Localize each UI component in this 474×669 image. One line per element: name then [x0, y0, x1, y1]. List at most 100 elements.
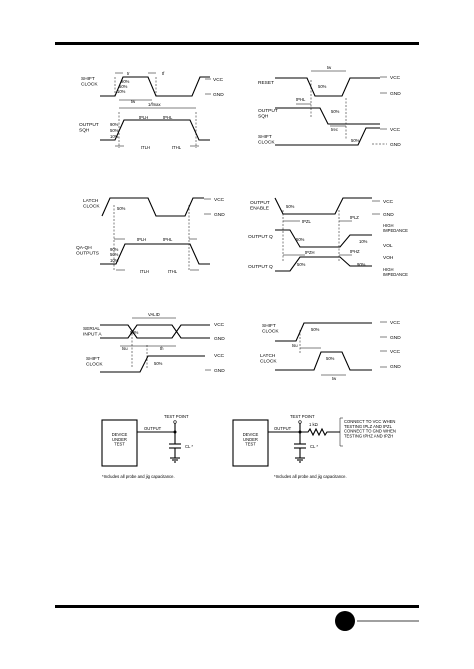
d4-p10: 10%	[359, 239, 368, 244]
d6-vcc2: VCC	[390, 349, 401, 355]
d1-o10: 10%	[110, 134, 119, 139]
d2-tw: tw	[327, 65, 332, 70]
c2-test-point: TEST POINT	[290, 414, 315, 419]
d3-p50: 50%	[117, 206, 126, 211]
d5-p50: 50%	[130, 330, 139, 335]
d4-q2-label: OUTPUT Q	[248, 264, 273, 270]
d4-p50b: 50%	[296, 237, 305, 242]
d1-tf: tf	[162, 71, 165, 76]
d6-vcc: VCC	[390, 320, 401, 326]
d1-o90: 90%	[110, 122, 119, 127]
d1-vcc: VCC	[213, 77, 224, 83]
d2-p50c: 50%	[351, 138, 360, 143]
d3-tphl: tPHL	[163, 237, 173, 242]
d1-p10: 10%	[117, 89, 126, 94]
footer-rule	[55, 605, 419, 608]
d4-voh: VOH	[383, 255, 394, 261]
d1-tthl: tTHL	[172, 145, 182, 150]
d1-fmax: 1/fmax	[148, 102, 161, 107]
d4-tpzl: tPZL	[302, 219, 312, 224]
c1-footnote: *Includes all probe and jig capacitance.	[102, 474, 175, 479]
d6-gnd: GND	[390, 335, 401, 341]
c2-resistor: 1 kΩ	[309, 422, 318, 427]
d3-o10: 10%	[110, 258, 119, 263]
d1-gnd: GND	[213, 92, 224, 98]
d1-tphl: tPHL	[163, 115, 173, 120]
d3-tplh: tPLH	[137, 237, 146, 242]
d5-valid: VALID	[148, 312, 160, 317]
footer-logo-dot	[335, 611, 355, 631]
d2-vcc2: VCC	[390, 127, 401, 133]
c2-device-box	[232, 419, 269, 467]
d2-gnd: GND	[390, 91, 401, 97]
d6-tsu: tsu	[292, 343, 298, 348]
d4-vcc: VCC	[383, 199, 394, 205]
d4-p50c: 50%	[297, 262, 306, 267]
d4-tplz: tPLZ	[350, 215, 359, 220]
d1-tw: tw	[131, 99, 136, 104]
d3-o90: 90%	[110, 247, 119, 252]
d5-tsu: tsu	[122, 346, 128, 351]
d1-o50: 50%	[110, 128, 119, 133]
d2-p50b: 50%	[331, 109, 340, 114]
d6-p50b: 50%	[326, 356, 335, 361]
d2-p50a: 50%	[318, 84, 327, 89]
d6-tw: tw	[332, 376, 337, 381]
d1-tr: tr	[127, 71, 130, 76]
d1-p90: 90%	[121, 79, 130, 84]
c1-output: OUTPUT	[144, 426, 162, 431]
d6-p50: 50%	[311, 327, 320, 332]
d1-p50: 50%	[119, 84, 128, 89]
d3-ttlh: tTLH	[140, 269, 149, 274]
d2-trec: trec	[331, 127, 338, 132]
header-rule	[55, 42, 419, 45]
d5-gnd: GND	[214, 336, 225, 342]
d3-gnd: GND	[214, 212, 225, 218]
d3-o50: 50%	[110, 252, 119, 257]
c1-test-point: TEST POINT	[164, 414, 189, 419]
d4-vol: VOL	[383, 243, 393, 249]
d4-p90: 90%	[357, 262, 366, 267]
d5-gnd2: GND	[214, 368, 225, 374]
d5-vcc: VCC	[214, 322, 225, 328]
d2-reset-label: RESET	[258, 80, 274, 86]
d2-tphl: tPHL	[296, 97, 306, 102]
d2-vcc: VCC	[390, 75, 401, 81]
c1-device-box	[101, 419, 138, 467]
c1-cl: CL *	[185, 444, 193, 449]
d5-vcc2: VCC	[214, 353, 225, 359]
d4-gnd: GND	[383, 212, 394, 218]
d4-tpzh: tPZH	[305, 250, 315, 255]
d4-q1-label: OUTPUT Q	[248, 234, 273, 240]
d5-p50b: 50%	[154, 361, 163, 366]
c2-cl: CL *	[310, 444, 318, 449]
d4-p50: 50%	[286, 204, 295, 209]
d3-tthl: tTHL	[168, 269, 178, 274]
d1-ttlh: tTLH	[141, 145, 150, 150]
